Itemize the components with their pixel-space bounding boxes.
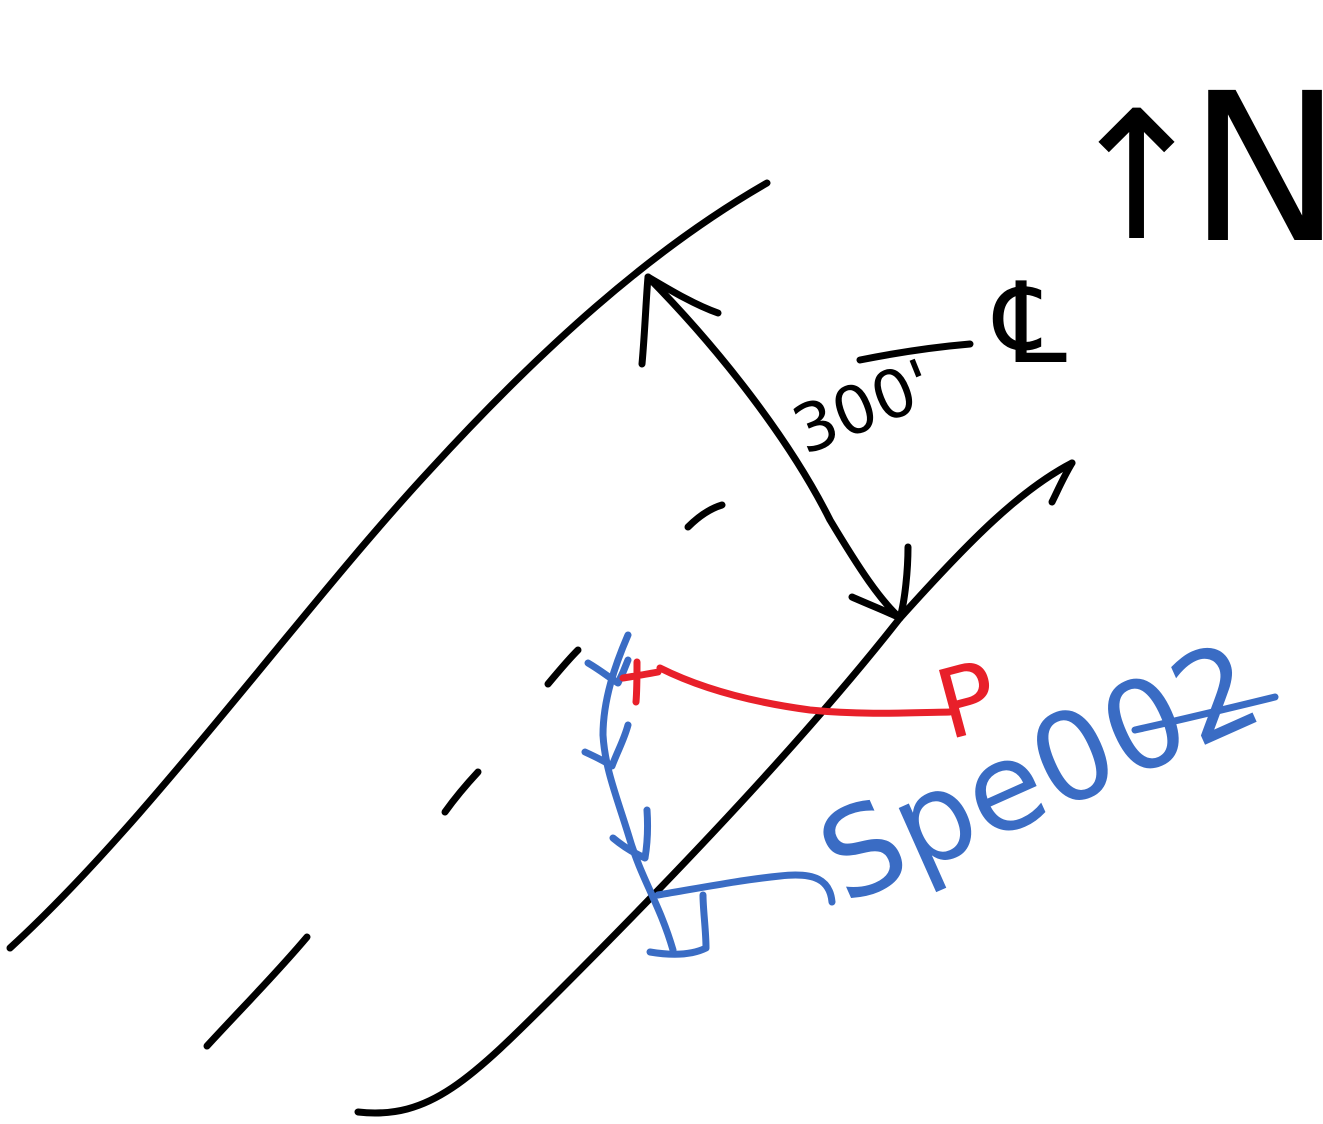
dimension-label: 300' — [782, 344, 944, 469]
red-leader-line — [656, 664, 954, 717]
pipe-arrow — [581, 721, 632, 770]
pipe-arrow — [584, 656, 632, 687]
pipe-label: Spe002 — [799, 614, 1280, 932]
centerline-dash — [684, 501, 726, 531]
dimension-arrowhead-top — [638, 273, 722, 368]
centerline-symbol: ℄ — [992, 259, 1067, 389]
road-left-edge — [6, 179, 771, 952]
road-right-edge-tick — [1048, 459, 1076, 506]
dimension-line — [644, 273, 904, 622]
pipe-leader — [654, 871, 836, 906]
centerline-dash — [544, 646, 582, 688]
north-label: N — [1188, 49, 1323, 289]
dimension-label-underline — [856, 340, 974, 364]
centerline-dash — [441, 768, 482, 816]
pipe-outlet — [646, 891, 710, 958]
north-arrow-icon: ↑ — [1062, 73, 1211, 280]
road-right-edge — [354, 459, 1076, 1117]
pipe-arrow — [609, 806, 652, 862]
centerline-dash — [203, 933, 311, 1050]
red-marker-x — [619, 658, 662, 706]
dimension-arrowhead-bottom — [848, 543, 912, 622]
pipe-line — [599, 631, 677, 954]
pipe-label-tail — [1131, 693, 1279, 734]
